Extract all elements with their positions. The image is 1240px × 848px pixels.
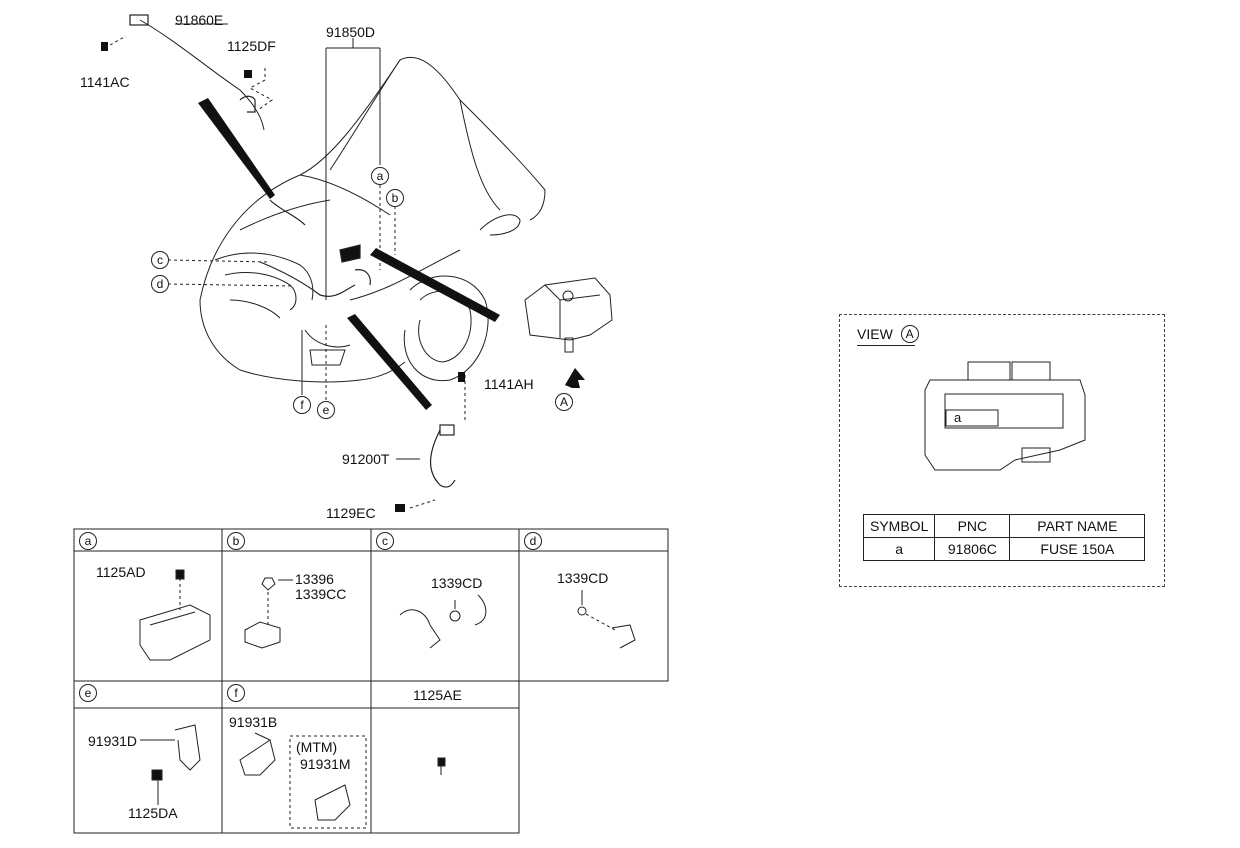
part-1125DA: 1125DA bbox=[128, 805, 178, 821]
detail-b-header: b bbox=[227, 532, 245, 550]
detail-c-header: c bbox=[376, 532, 394, 550]
callout-1129EC: 1129EC bbox=[326, 505, 376, 521]
marker-d: d bbox=[151, 275, 169, 293]
marker-f: f bbox=[293, 396, 311, 414]
part-91931M: 91931M bbox=[300, 756, 351, 772]
fuse-a-label: a bbox=[954, 410, 962, 425]
marker-b: b bbox=[386, 189, 404, 207]
callout-91200T: 91200T bbox=[342, 451, 390, 467]
view-a-panel bbox=[839, 314, 1165, 587]
callout-1141AC: 1141AC bbox=[80, 74, 130, 90]
part-91931B: 91931B bbox=[229, 714, 278, 730]
marker-e: e bbox=[317, 401, 335, 419]
callout-1141AH: 1141AH bbox=[484, 376, 534, 392]
marker-view-a: A bbox=[555, 393, 573, 411]
callout-91850D: 91850D bbox=[326, 24, 376, 40]
marker-c: c bbox=[151, 251, 169, 269]
part-mtm-note: (MTM) bbox=[296, 739, 338, 755]
part-1125AD: 1125AD bbox=[96, 564, 146, 580]
detail-e-header: e bbox=[79, 684, 97, 702]
header-part-name: PART NAME bbox=[1009, 514, 1146, 538]
part-1339CD-d: 1339CD bbox=[557, 570, 609, 586]
part-13396: 13396 bbox=[295, 571, 334, 587]
parts-table: SYMBOL PNC PART NAME a 91806C FUSE 150A bbox=[862, 514, 1146, 561]
parts-table-header-row: SYMBOL PNC PART NAME bbox=[862, 514, 1146, 538]
part-91931D: 91931D bbox=[88, 733, 138, 749]
part-1339CC: 1339CC bbox=[295, 586, 347, 602]
callout-1125DF: 1125DF bbox=[227, 38, 276, 54]
cell-pnc: 91806C bbox=[934, 537, 1011, 561]
marker-a: a bbox=[371, 167, 389, 185]
header-symbol: SYMBOL bbox=[862, 514, 936, 538]
part-1339CD-c: 1339CD bbox=[431, 575, 483, 591]
cell-symbol: a bbox=[862, 537, 936, 561]
header-pnc: PNC bbox=[934, 514, 1011, 538]
view-marker: A bbox=[900, 325, 919, 343]
callout-91860E: 91860E bbox=[175, 12, 224, 28]
view-title-text: VIEW bbox=[857, 326, 893, 342]
detail-a-header: a bbox=[79, 532, 97, 550]
detail-d-header: d bbox=[524, 532, 542, 550]
cell-part-name: FUSE 150A bbox=[1009, 537, 1146, 561]
view-a-title: VIEW A bbox=[857, 325, 919, 346]
detail-f-header: f bbox=[227, 684, 245, 702]
detail-1125AE-header: 1125AE bbox=[413, 687, 462, 703]
table-row: a 91806C FUSE 150A bbox=[862, 537, 1146, 561]
